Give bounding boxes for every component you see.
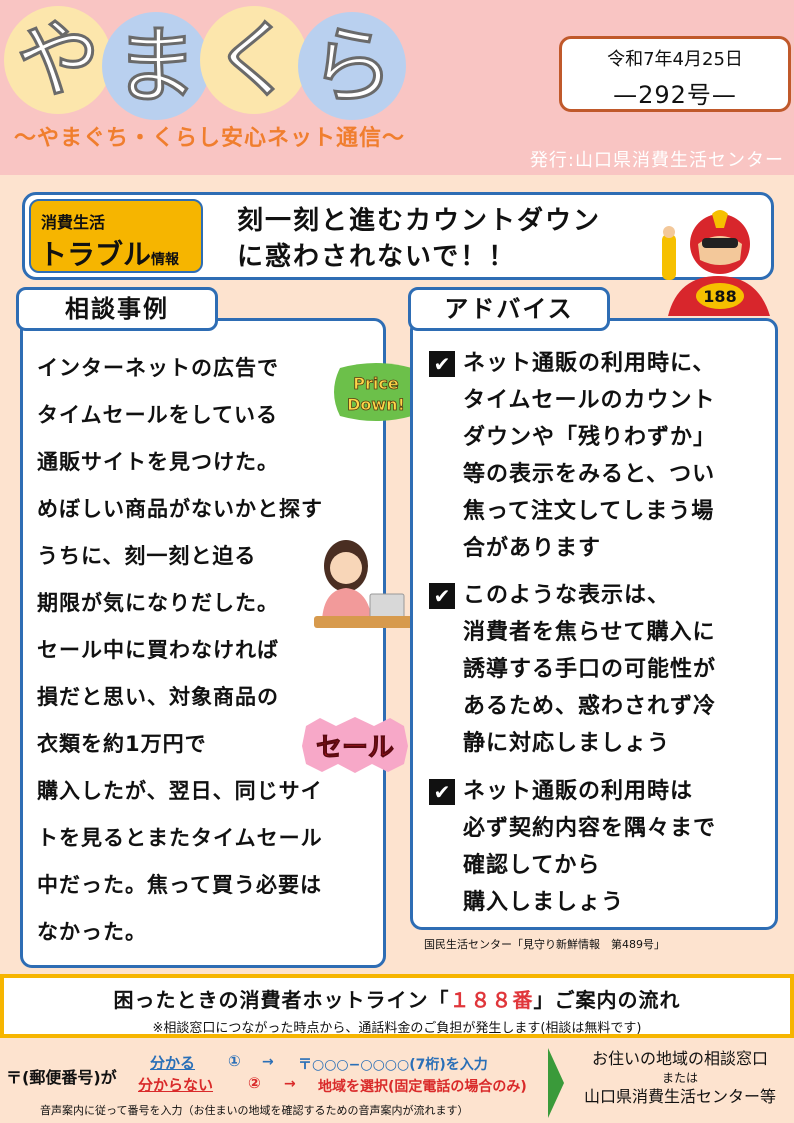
voice-guide-note: 音声案内に従って番号を入力（お住まいの地域を確認するための音声案内が流れます） [40,1104,469,1117]
hotline-note: ※相談窓口につながった時点から、通話料金のご負担が発生します(相談は無料です) [152,1021,642,1036]
checkbox-icon: ✔ [429,351,455,377]
svg-text:Down!: Down! [347,395,405,414]
header-banner: や ま く ら 〜やまぐち・くらし安心ネット通信〜 発行:山口県消費生活センター… [0,0,794,175]
postal-code-label: 〒(郵便番号)が [6,1068,117,1087]
category-label: 消費生活 トラブル情報 [29,199,203,273]
case-title-tab: 相談事例 [16,287,218,331]
svg-text:セール: セール [316,733,394,763]
hero-mascot-illustration: 188 [662,210,770,316]
hotline-flow: 〒(郵便番号)が 分かる ① → 〒○○○−○○○○(7桁)を入力 分からない … [0,1042,794,1123]
case-text: インターネットの広告で タイムセールをしている 通販サイトを見つけた。 めぼしい… [37,356,323,944]
logo-bubble-ma: ま [102,12,210,120]
svg-text:Price: Price [353,374,399,393]
chevron-right-icon [548,1048,564,1118]
option-unknown-step: ② [248,1074,261,1092]
option-known: 分かる [150,1054,196,1072]
checkbox-icon: ✔ [429,583,455,609]
option-unknown-action: 地域を選択(固定電話の場合のみ) [318,1079,527,1095]
hero-badge: 188 [703,287,736,306]
issue-number: —292号— [613,81,737,109]
sale-sticker: セール [302,717,408,773]
logo-bubble-ra: ら [298,12,406,120]
arrow-right-icon: → [262,1054,274,1070]
case-panel: インターネットの広告で タイムセールをしている 通販サイトを見つけた。 めぼしい… [20,318,386,968]
hotline-title: 困ったときの消費者ホットライン「１８８番」ご案内の流れ [113,988,681,1012]
option-known-action: 〒○○○−○○○○(7桁)を入力 [298,1057,488,1073]
woman-laptop-illustration [314,540,428,628]
advice-panel: ✔ ネット通販の利用時に、 タイムセールのカウント ダウンや「残りわずか」 等の… [410,318,778,930]
checkbox-icon: ✔ [429,779,455,805]
publisher: 発行:山口県消費生活センター [529,150,784,171]
source-citation: 国民生活センター「見守り新鮮情報 第489号」 [424,938,665,951]
hotline-banner: 困ったときの消費者ホットライン「１８８番」ご案内の流れ ※相談窓口につながった時… [0,974,794,1038]
arrow-right-icon: → [284,1076,296,1092]
trouble-title-bar: 消費生活 トラブル情報 刻一刻と進むカウントダウン に惑わされないで！！ [22,192,774,280]
option-known-step: ① [228,1052,241,1070]
headline: 刻一刻と進むカウントダウン に惑わされないで！！ [237,206,602,272]
logo-bubble-ya: や [4,6,112,114]
issue-date: 令和7年4月25日 [607,49,743,70]
tagline: 〜やまぐち・くらし安心ネット通信〜 [14,126,406,151]
advice-title-tab: アドバイス [408,287,610,331]
destination: お住いの地域の相談窓口 または 山口県消費生活センター等 [583,1049,776,1106]
price-down-sticker: Price Down! [334,363,418,421]
logo-bubble-ku: く [200,6,308,114]
issue-date-box: 令和7年4月25日 —292号— [559,36,791,112]
option-unknown: 分からない [138,1076,214,1094]
